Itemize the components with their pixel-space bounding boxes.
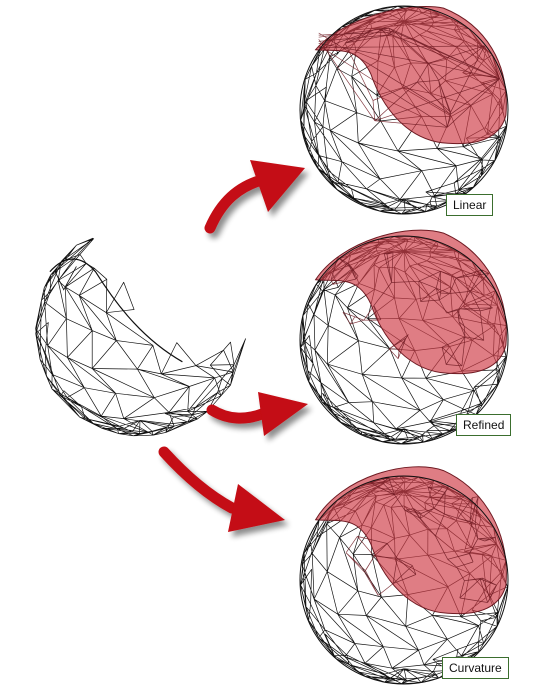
fill-patch	[314, 229, 507, 375]
fill-patch	[314, 5, 507, 145]
patch-triangulation	[318, 27, 501, 128]
linear-fill-mesh	[299, 5, 509, 215]
curvature-fill-mesh	[299, 466, 509, 685]
label-linear: Linear	[446, 194, 494, 216]
source-mesh-with-hole	[35, 237, 246, 437]
label-curvature: Curvature	[442, 657, 509, 679]
patch-triangulation	[345, 477, 497, 603]
sphere-outline	[299, 475, 509, 685]
curved-arrow-icon	[204, 160, 305, 234]
curved-arrow-icon	[206, 392, 308, 436]
curved-arrow-icon	[158, 446, 285, 532]
mesh-edge	[54, 266, 77, 291]
label-refined: Refined	[456, 414, 512, 436]
hole-boundary	[49, 258, 183, 363]
sphere-outline	[299, 235, 509, 445]
patch-triangulation	[330, 252, 493, 367]
refined-fill-mesh	[299, 229, 509, 445]
sphere-outline	[299, 5, 509, 215]
mesh-wireframe	[35, 237, 246, 437]
fill-patch	[314, 466, 507, 615]
